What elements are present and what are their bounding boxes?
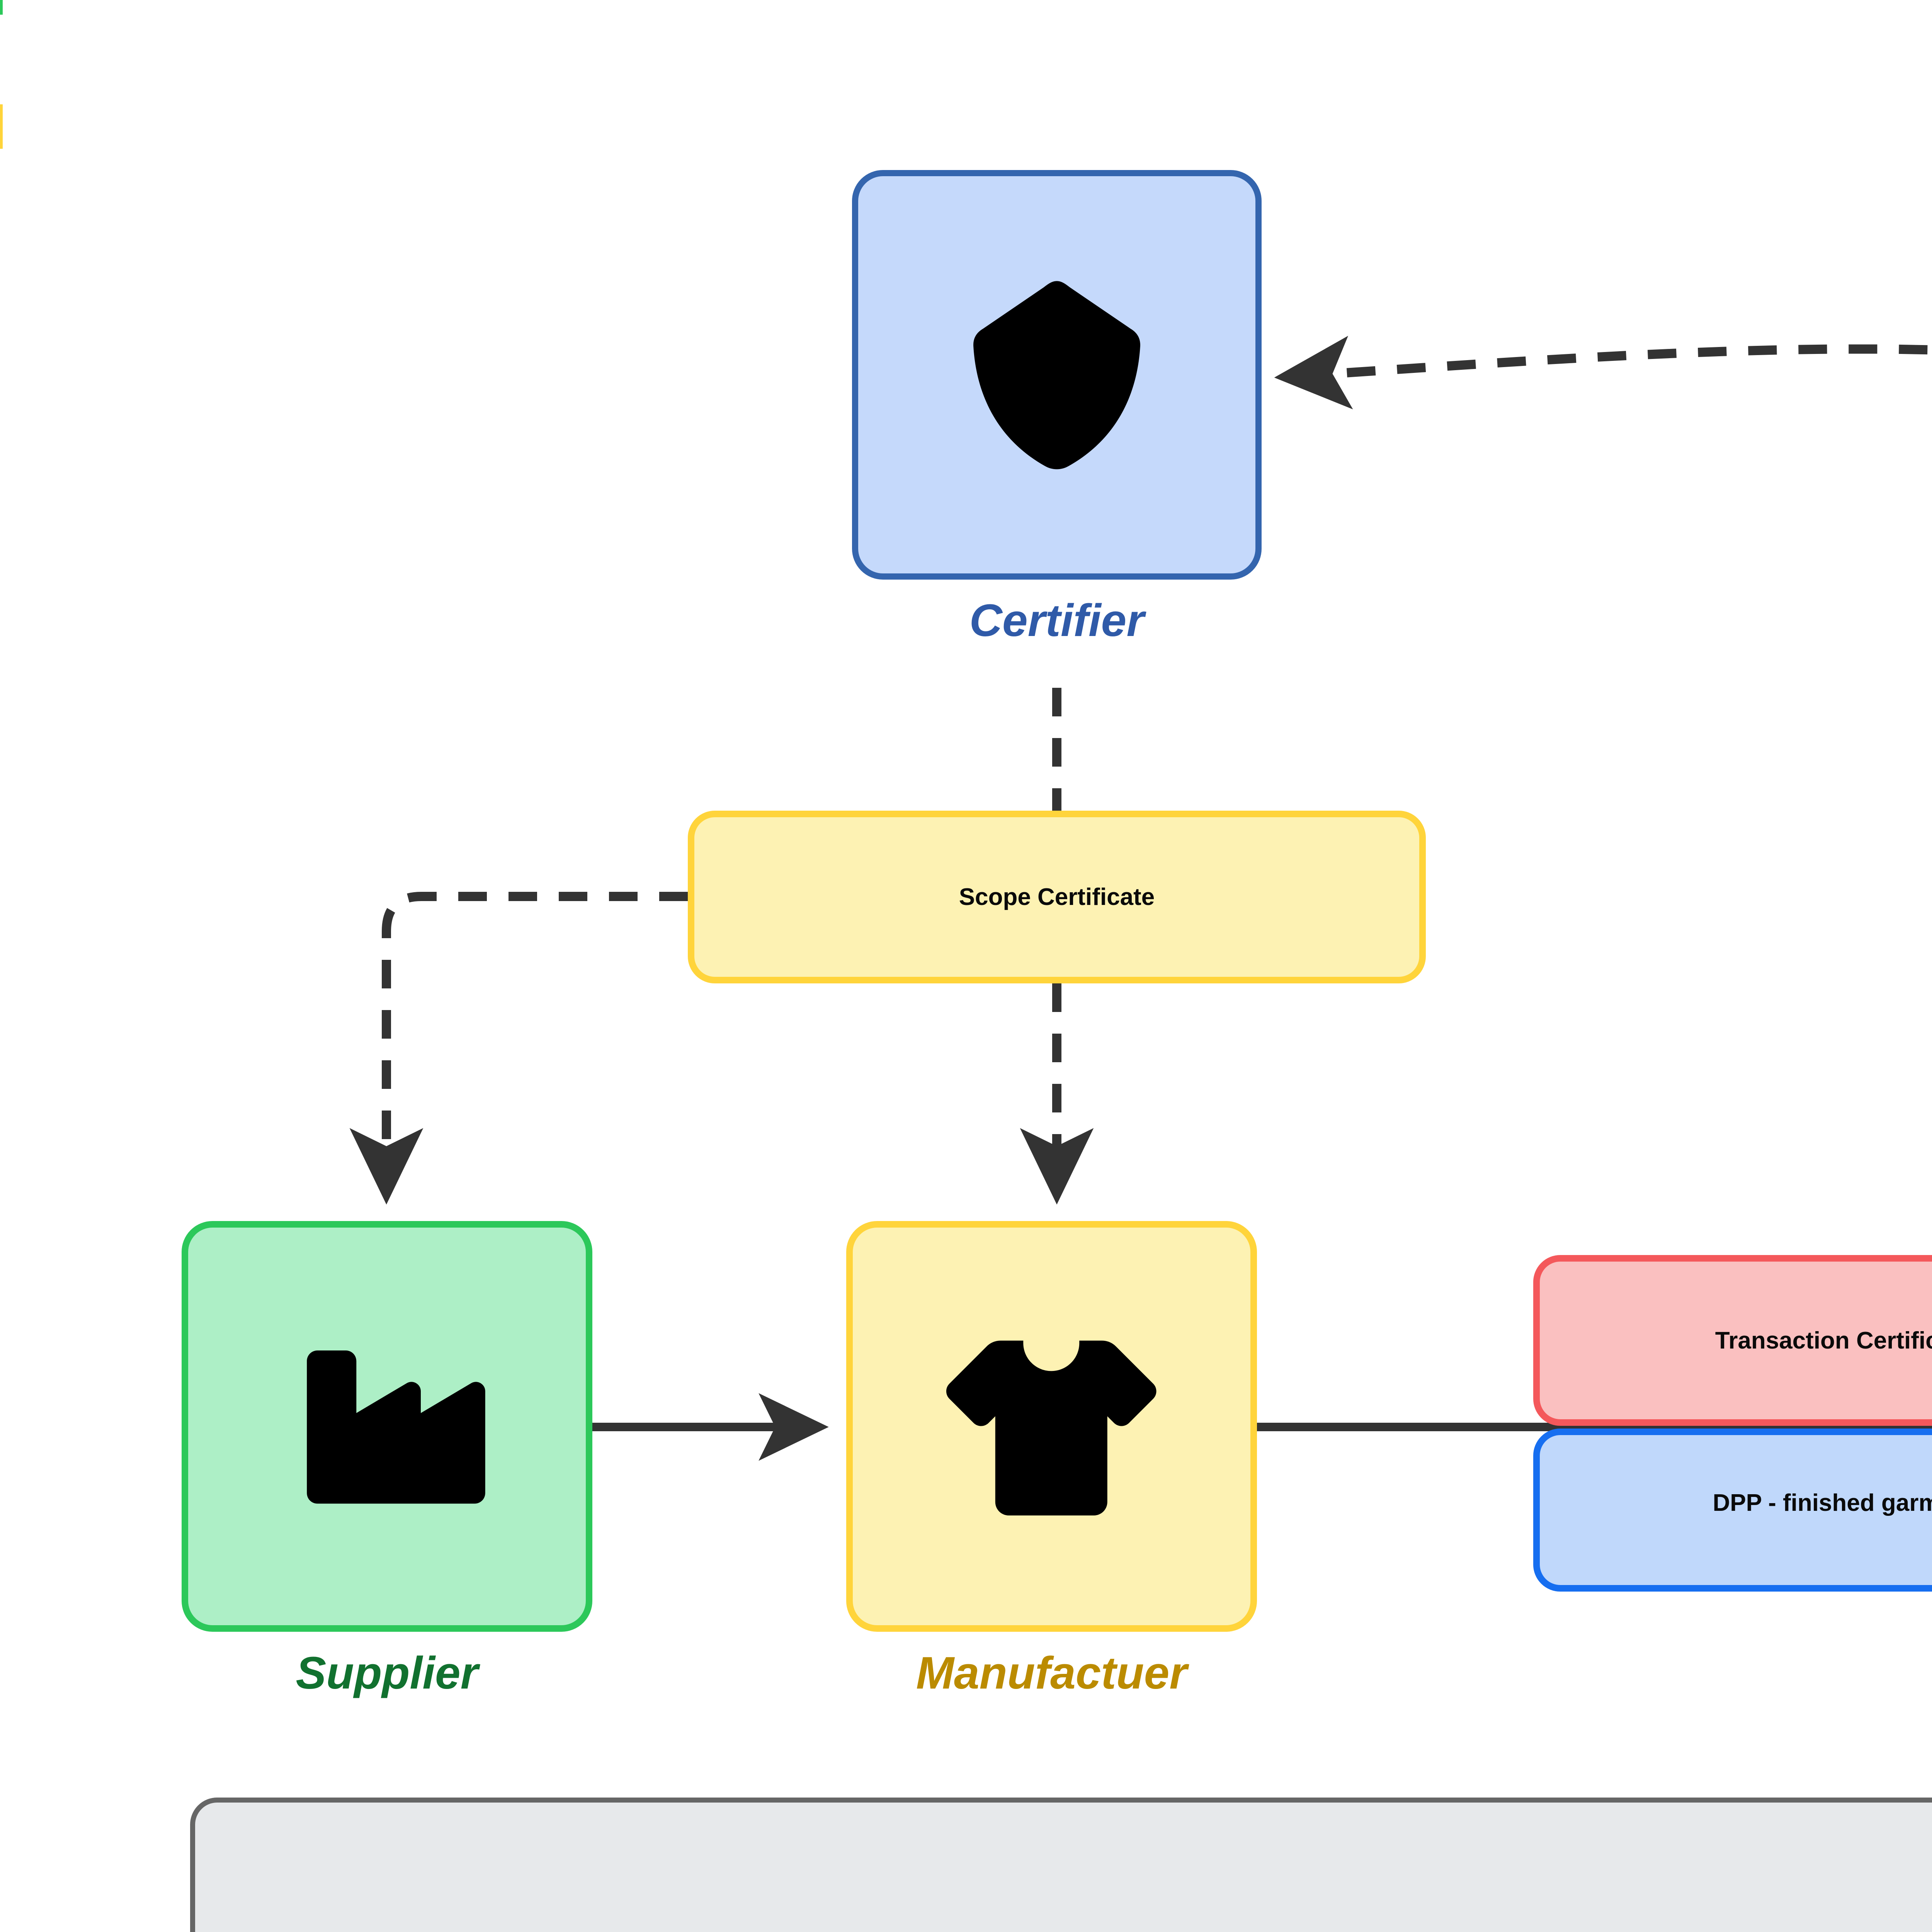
caption-card: The Certifier independently audits both … — [190, 1798, 1932, 1932]
edge-scope-supplier — [349, 892, 688, 1205]
badge-scope-certificate-label: Scope Certificate — [959, 884, 1155, 910]
edge-artifact-green — [0, 0, 3, 15]
node-label-certifier: Certifier — [969, 595, 1145, 646]
badge-scope-certificate[interactable]: Scope Certificate — [688, 811, 1426, 983]
badge-dpp-finished-garment-label: DPP - finished garment — [1713, 1490, 1932, 1516]
edge-artifact-yellow — [0, 104, 3, 149]
factory-icon — [306, 1350, 485, 1503]
node-manufacturer[interactable] — [846, 1221, 1257, 1632]
node-certifier[interactable] — [852, 170, 1262, 580]
shield-icon — [973, 281, 1140, 469]
caption-paragraph-1: The Certifier independently audits both … — [240, 1929, 1932, 1932]
manufacturer-box — [846, 1221, 1257, 1632]
certifier-box — [852, 170, 1262, 580]
edge-brand-trusts-certifier — [1274, 335, 1932, 410]
tshirt-icon — [946, 1340, 1156, 1515]
node-label-manufacturer: Manufactuer — [916, 1648, 1187, 1699]
supplier-box — [182, 1221, 592, 1632]
node-supplier[interactable] — [182, 1221, 592, 1632]
badge-transaction-certificate[interactable]: Transaction Certificate — [1533, 1255, 1932, 1426]
badge-transaction-certificate-label: Transaction Certificate — [1715, 1327, 1932, 1354]
badge-dpp-finished-garment[interactable]: DPP - finished garment — [1533, 1429, 1932, 1592]
node-label-supplier: Supplier — [296, 1648, 478, 1699]
